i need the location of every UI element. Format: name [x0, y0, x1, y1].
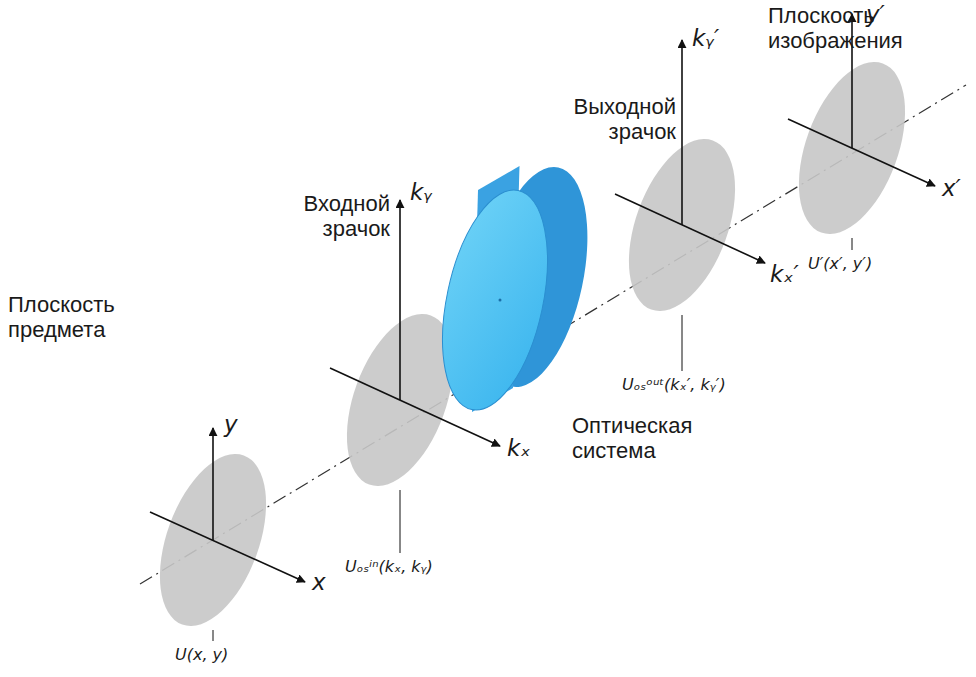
- axis-label: y: [224, 412, 238, 437]
- object-plane: [139, 428, 305, 641]
- plane-title: Плоскость предмета: [8, 293, 130, 342]
- field-function: U(x, y): [175, 645, 228, 664]
- plane-title: Плоскость изображения: [768, 4, 918, 53]
- axis-label: kᵧ: [410, 180, 432, 205]
- system-title: Оптическая система: [572, 414, 722, 463]
- pupil-title: Входной зрачок: [272, 192, 390, 241]
- axis-label: kᵧ′: [692, 26, 719, 51]
- field-function: U′(x′, y′): [808, 254, 872, 273]
- field-function: Uₒₛᵒᵘᵗ(kₓ′, kᵧ′): [622, 375, 726, 394]
- axis-label: y′: [866, 2, 885, 27]
- axis-label: x′: [942, 176, 961, 201]
- field-function: Uₒₛⁱⁿ(kₓ, kᵧ): [345, 557, 433, 576]
- axis-label: kₓ: [507, 436, 531, 461]
- exit-pupil: [608, 40, 765, 371]
- axis-label: x: [312, 570, 326, 595]
- pupil-title: Выходной зрачок: [560, 95, 676, 144]
- axis-label: kₓ′: [770, 262, 799, 287]
- optical-system-lens: [425, 157, 605, 419]
